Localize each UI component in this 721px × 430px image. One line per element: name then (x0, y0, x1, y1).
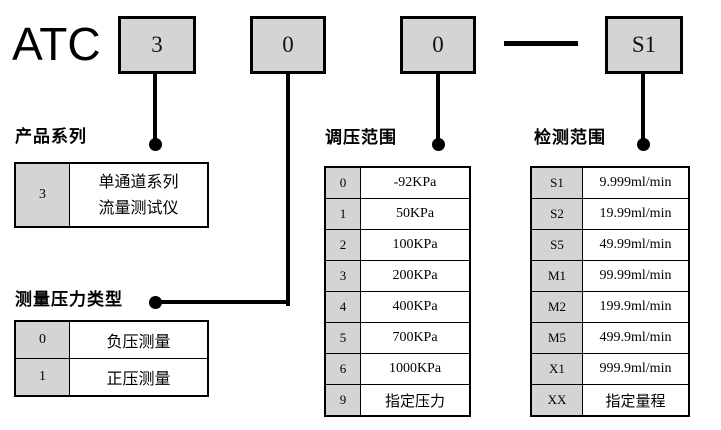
table-row: S5 49.99ml/min (530, 229, 690, 261)
table-row: 9 指定压力 (324, 384, 471, 417)
connector-line-pressure-type-vertical (286, 74, 290, 306)
table-row: 5 700KPa (324, 322, 471, 354)
connector-line-product-series (153, 74, 157, 144)
connector-line-detection-range (641, 74, 645, 144)
section-title-product-series: 产品系列 (15, 127, 87, 147)
row-description: 49.99ml/min (582, 229, 690, 261)
row-description: 99.99ml/min (582, 260, 690, 292)
section-title-pressure-type: 测量压力类型 (15, 290, 123, 310)
code-box-regulation-range[interactable]: 0 (400, 16, 476, 74)
table-row: S1 9.999ml/min (530, 166, 690, 199)
table-row: 3 单通道系列 流量测试仪 (14, 162, 209, 228)
row-code: 3 (324, 260, 361, 292)
row-description-line-1: 单通道系列 (98, 172, 179, 191)
row-code: 0 (14, 320, 70, 359)
row-description: -92KPa (360, 166, 471, 199)
table-row: 0 负压测量 (14, 320, 209, 359)
row-code: 1 (14, 358, 70, 397)
table-product-series: 3 单通道系列 流量测试仪 (14, 162, 209, 228)
row-code: 5 (324, 322, 361, 354)
table-row: M2 199.9ml/min (530, 291, 690, 323)
row-description: 200KPa (360, 260, 471, 292)
row-code: M2 (530, 291, 583, 323)
row-code: 0 (324, 166, 361, 199)
table-row: 1 正压测量 (14, 358, 209, 397)
row-description: 499.9ml/min (582, 322, 690, 354)
table-row: 0 -92KPa (324, 166, 471, 199)
row-description: 正压测量 (69, 358, 209, 397)
table-row: X1 999.9ml/min (530, 353, 690, 385)
table-detection-range: S1 9.999ml/min S2 19.99ml/min S5 49.99ml… (530, 166, 690, 417)
table-row: 6 1000KPa (324, 353, 471, 385)
row-description: 指定量程 (582, 384, 690, 417)
row-code: 4 (324, 291, 361, 323)
table-row: M1 99.99ml/min (530, 260, 690, 292)
code-box-product-series[interactable]: 3 (118, 16, 196, 74)
section-title-regulation-range: 调压范围 (325, 128, 397, 148)
row-code: XX (530, 384, 583, 417)
row-code: S1 (530, 166, 583, 199)
row-description: 199.9ml/min (582, 291, 690, 323)
row-description: 999.9ml/min (582, 353, 690, 385)
row-code: M1 (530, 260, 583, 292)
table-pressure-type: 0 负压测量 1 正压测量 (14, 320, 209, 397)
row-code: S5 (530, 229, 583, 261)
row-code: S2 (530, 198, 583, 230)
code-separator-dash (504, 41, 578, 46)
row-code: 3 (14, 162, 70, 228)
code-box-detection-range[interactable]: S1 (605, 16, 683, 74)
row-description: 负压测量 (69, 320, 209, 359)
row-description: 9.999ml/min (582, 166, 690, 199)
connector-line-pressure-type-horizontal (158, 300, 290, 304)
row-code: M5 (530, 322, 583, 354)
connector-dot-pressure-type (149, 296, 162, 309)
row-code: 9 (324, 384, 361, 417)
table-row: 3 200KPa (324, 260, 471, 292)
row-code: 6 (324, 353, 361, 385)
section-title-detection-range: 检测范围 (534, 128, 606, 148)
row-description: 700KPa (360, 322, 471, 354)
table-row: 4 400KPa (324, 291, 471, 323)
connector-dot-detection-range (637, 138, 650, 151)
row-code: 2 (324, 229, 361, 261)
row-code: X1 (530, 353, 583, 385)
brand-label: ATC (12, 18, 101, 70)
table-row: 2 100KPa (324, 229, 471, 261)
connector-line-regulation-range (436, 74, 440, 144)
row-description: 1000KPa (360, 353, 471, 385)
row-description: 100KPa (360, 229, 471, 261)
row-description: 400KPa (360, 291, 471, 323)
row-description: 50KPa (360, 198, 471, 230)
code-box-pressure-type[interactable]: 0 (250, 16, 326, 74)
row-description: 19.99ml/min (582, 198, 690, 230)
table-row: S2 19.99ml/min (530, 198, 690, 230)
row-description-line-2: 流量测试仪 (98, 198, 179, 217)
table-row: M5 499.9ml/min (530, 322, 690, 354)
table-row: XX 指定量程 (530, 384, 690, 417)
row-description: 指定压力 (360, 384, 471, 417)
row-description: 单通道系列 流量测试仪 (69, 162, 209, 228)
connector-dot-product-series (149, 138, 162, 151)
row-code: 1 (324, 198, 361, 230)
table-regulation-range: 0 -92KPa 1 50KPa 2 100KPa 3 200KPa 4 400… (324, 166, 471, 417)
table-row: 1 50KPa (324, 198, 471, 230)
connector-dot-regulation-range (432, 138, 445, 151)
